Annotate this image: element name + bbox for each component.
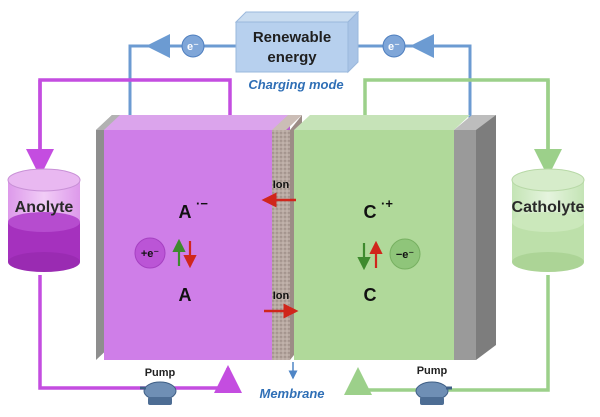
anolyte-label: Anolyte	[15, 199, 74, 216]
membrane-callout: Membrane	[259, 362, 325, 401]
pump-right: Pump	[415, 365, 452, 405]
cathode-electron-badge: −e⁻	[396, 249, 415, 261]
catholyte-loop	[344, 78, 562, 395]
ion-top-label: Ion	[273, 179, 290, 191]
ion-transfer-top: Ion	[261, 179, 296, 208]
left-wire	[128, 44, 238, 118]
catholyte-tank: Catholyte	[511, 168, 585, 272]
renewable-energy-box: Renewable energy	[234, 10, 360, 74]
cathode-reaction: C ·+ C −e⁻	[357, 196, 421, 305]
energy-line1: Renewable	[253, 29, 331, 46]
pump-left-label: Pump	[145, 367, 176, 379]
anode-species-bottom: A	[179, 285, 192, 305]
cathode-species-top-charge: ·+	[381, 196, 393, 211]
electron-right: e⁻	[382, 34, 406, 58]
energy-line2: energy	[267, 49, 317, 66]
electron-left: e⁻	[181, 34, 205, 58]
anode-species-top: A	[179, 202, 192, 222]
mode-label: Charging mode	[248, 77, 343, 92]
ion-transfer-bottom: Ion	[264, 290, 299, 319]
membrane-label: Membrane	[259, 386, 324, 401]
cathode-species-bottom: C	[364, 285, 377, 305]
electron-right-label: e⁻	[388, 41, 400, 53]
catholyte-label: Catholyte	[512, 199, 585, 216]
anode-compartment	[104, 115, 290, 360]
anode-electron-badge: +e⁻	[141, 248, 160, 260]
cathode-species-top: C	[364, 202, 377, 222]
pump-left: Pump	[140, 367, 177, 405]
anode-reaction: A ·− A +e⁻	[134, 196, 208, 305]
electron-left-label: e⁻	[187, 41, 199, 53]
anolyte-loop	[26, 78, 242, 393]
ion-bottom-label: Ion	[273, 290, 290, 302]
cathode-compartment	[294, 115, 470, 360]
pump-right-label: Pump	[417, 365, 448, 377]
right-electrode	[454, 115, 496, 360]
anolyte-tank: Anolyte	[7, 168, 81, 272]
anode-species-top-charge: ·−	[196, 196, 208, 211]
